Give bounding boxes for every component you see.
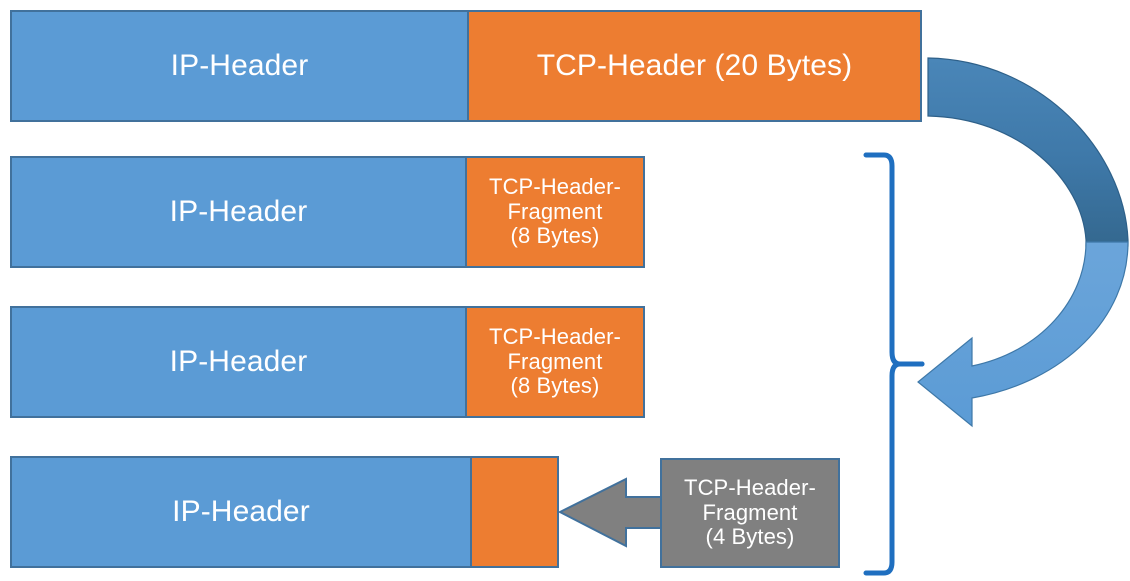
row-fragment-3-ip-header-label: IP-Header [172, 495, 310, 529]
reassembly-curved-arrow [917, 57, 1129, 428]
row-fragment-1-ip-header-label: IP-Header [169, 195, 308, 229]
row-fragment-3-ip-header: IP-Header [10, 456, 471, 568]
row-fragment-1-ip-header: IP-Header [10, 156, 466, 268]
callout-line-2: Fragment [702, 499, 798, 525]
row-original-ip-header: IP-Header [10, 10, 468, 122]
row-original-ip-header-label: IP-Header [170, 49, 309, 83]
row-fragment-2-ip-header: IP-Header [10, 306, 466, 418]
row-fragment-3-tcp-fragment-slot [471, 456, 559, 568]
row-original-tcp-header: TCP-Header (20 Bytes) [468, 10, 922, 122]
row-original-tcp-header-label: TCP-Header (20 Bytes) [536, 49, 853, 83]
gray-left-arrow [557, 477, 667, 548]
row-fragment-2-line-3: (8 Bytes) [510, 373, 600, 399]
row-fragment-1-line-1: TCP-Header- [489, 174, 621, 200]
row-fragment-1-line-3: (8 Bytes) [510, 223, 600, 249]
row-fragment-2-line-2: Fragment [507, 348, 603, 374]
callout-tcp-header-fragment-4bytes: TCP-Header- Fragment (4 Bytes) [660, 458, 840, 568]
row-fragment-2-tcp-fragment: TCP-Header- Fragment (8 Bytes) [466, 306, 645, 418]
fragments-brace [863, 152, 925, 576]
row-fragment-1-tcp-fragment: TCP-Header- Fragment (8 Bytes) [466, 156, 645, 268]
callout-line-3: (4 Bytes) [705, 524, 795, 550]
row-fragment-2-line-1: TCP-Header- [489, 324, 621, 350]
callout-line-1: TCP-Header- [684, 475, 816, 501]
row-fragment-1-line-2: Fragment [507, 198, 603, 224]
row-fragment-2-ip-header-label: IP-Header [169, 345, 308, 379]
